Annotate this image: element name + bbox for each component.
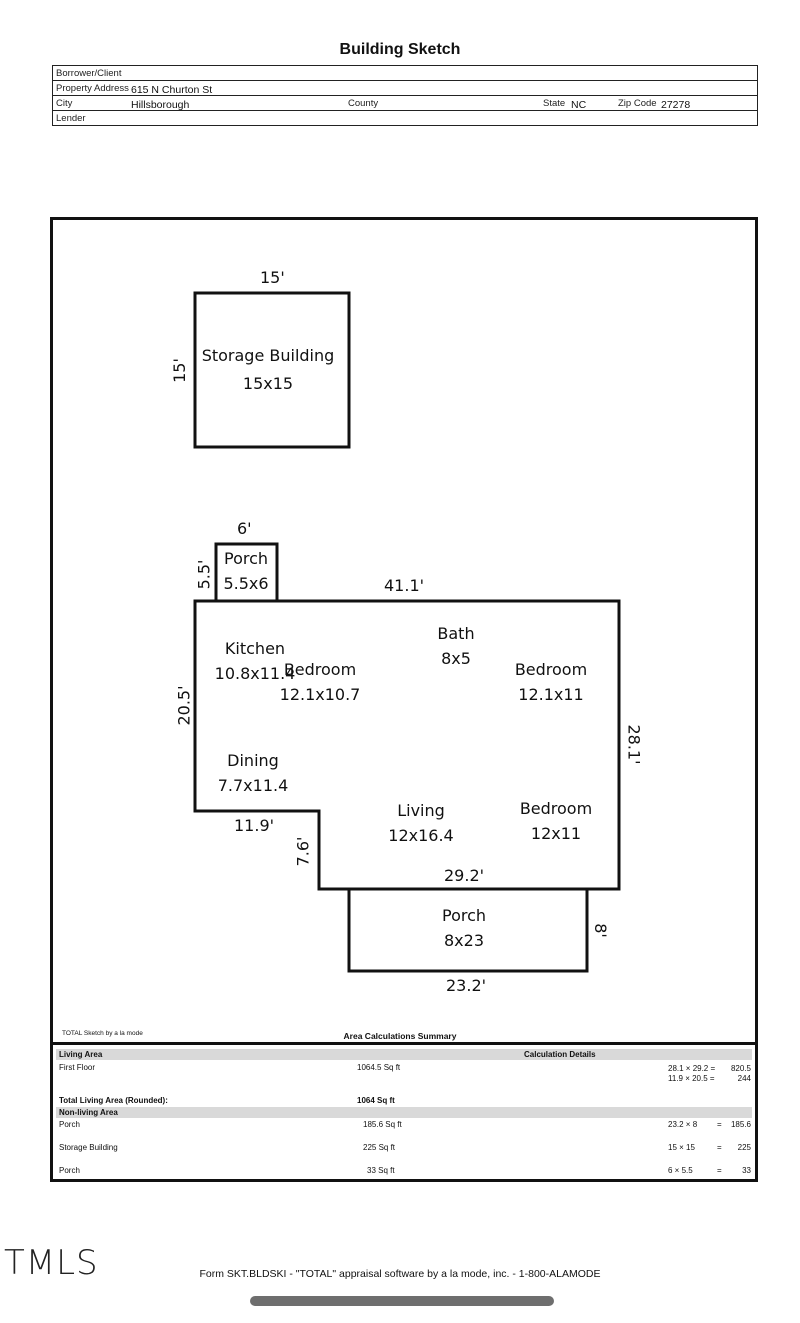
summary-title: Area Calculations Summary [343,1031,457,1041]
bedroom2-size: 12.1x11 [518,685,584,704]
form-footer: Form SKT.BLDSKI - "TOTAL" appraisal soft… [199,1268,601,1280]
total-living-value: 1064 Sq ft [357,1096,395,1105]
storage-building-size: 15x15 [242,374,294,393]
bedroom2-label: Bedroom 12.1x11 [515,657,587,707]
storage-building-name: Storage Building [201,346,335,365]
dining-size: 7.7x11.4 [217,776,289,795]
dining-name: Dining [227,751,279,770]
state-value: NC [571,99,587,111]
state-label: State [543,98,566,109]
porch-small-left-dim: 5.5' [194,559,214,590]
calc2-formula: 11.9 × 20.5 = [668,1074,715,1083]
bedroom3-size: 12x11 [530,824,582,843]
total-living-label: Total Living Area (Rounded): [59,1096,168,1105]
row-result: 185.6 [730,1120,751,1129]
lender-row: Lender [53,111,757,126]
row-equals: = [717,1143,722,1152]
living-name: Living [397,801,445,820]
bedroom2-name: Bedroom [514,660,588,679]
house-right-dim: 28.1' [624,724,644,765]
storage-building-outline [193,291,351,449]
bedroom1-label: Bedroom 12.1x10.7 [280,657,361,707]
bath-label: Bath 8x5 [437,621,474,671]
porch-small-size: 5.5x6 [223,574,269,593]
calc2-result: 244 [737,1074,751,1083]
tmls-logo: TMLS [4,1243,99,1283]
porch-large-size: 8x23 [443,931,484,950]
house-outline [193,599,621,891]
first-floor-label: First Floor [59,1063,95,1072]
storage-building-label: Storage Building 15x15 [202,343,335,396]
bath-size: 8x5 [441,649,471,668]
first-floor-value: 1064.5 Sq ft [357,1063,401,1072]
borrower-label: Borrower/Client [56,68,122,79]
kitchen-label: Kitchen 10.8x11.4 [215,636,296,686]
sketch-software-note: TOTAL Sketch by a la mode [62,1030,143,1037]
living-label: Living 12x16.4 [388,798,453,848]
storage-top-dim: 15' [260,268,285,287]
row-area: 33 Sq ft [367,1166,395,1175]
zip-label: Zip Code [618,98,657,109]
calc-details-label: Calculation Details [524,1050,596,1059]
row-area: 185.6 Sq ft [363,1120,402,1129]
bedroom1-size: 12.1x10.7 [279,685,361,704]
row-formula: 15 × 15 [668,1143,695,1152]
row-name: Porch [59,1166,80,1175]
row-formula: 23.2 × 8 [668,1120,698,1129]
row-equals: = [717,1166,722,1175]
zip-value: 27278 [661,99,691,111]
borrower-row: Borrower/Client [53,66,757,81]
porch-bottom-dim: 23.2' [446,976,487,995]
porch-small-top-dim: 6' [237,519,252,538]
notch-side-dim: 7.6' [293,836,313,867]
porch-large-label: Porch 8x23 [442,903,486,953]
bedroom1-name: Bedroom [283,660,357,679]
page-title: Building Sketch [339,41,461,58]
scrollbar[interactable] [250,1296,554,1306]
house-bottom-dim: 29.2' [444,866,485,885]
kitchen-name: Kitchen [224,639,286,658]
porch-small-name: Porch [223,549,269,568]
lender-label: Lender [56,113,86,124]
bath-name: Bath [437,624,475,643]
nonliving-header-bar [56,1107,752,1118]
row-area: 225 Sq ft [363,1143,396,1152]
address-label: Property Address [56,83,129,94]
city-value: Hillsborough [131,99,190,111]
dining-label: Dining 7.7x11.4 [218,748,289,798]
area-calculations-table: Living Area Calculation Details First Fl… [50,1042,758,1182]
city-row: City Hillsborough County State NC Zip Co… [53,96,757,111]
storage-left-dim: 15' [169,358,189,383]
bedroom3-label: Bedroom 12x11 [520,796,592,846]
city-label: City [56,98,73,109]
living-area-label: Living Area [59,1050,103,1059]
living-area-header-bar [56,1049,752,1060]
address-row: Property Address 615 N Churton St [53,81,757,96]
house-left-dim: 20.5' [174,685,194,726]
large-porch-outline [347,887,589,973]
calc1-result: 820.5 [730,1064,751,1073]
nonliving-label: Non-living Area [59,1108,118,1117]
property-header-table: Borrower/Client Property Address 615 N C… [52,65,758,126]
porch-small-label: Porch 5.5x6 [223,546,268,596]
row-result: 225 [737,1143,751,1152]
living-size: 12x16.4 [388,826,454,845]
bedroom3-name: Bedroom [519,799,593,818]
calc1-formula: 28.1 × 29.2 = [668,1064,716,1073]
porch-large-name: Porch [441,906,487,925]
porch-right-dim: 8' [590,923,610,938]
house-top-dim: 41.1' [384,576,425,595]
row-equals: = [717,1120,722,1129]
row-name: Storage Building [59,1143,118,1152]
address-value: 615 N Churton St [131,84,213,96]
building-sketch: 15' 15' Storage Building 15x15 6' 5.5' P… [50,217,758,1044]
notch-bottom-dim: 11.9' [234,816,275,835]
kitchen-size: 10.8x11.4 [214,664,296,683]
row-name: Porch [59,1120,80,1129]
row-formula: 6 × 5.5 [668,1166,693,1175]
floor-plan-drawing [193,291,621,973]
row-result: 33 [742,1166,751,1175]
county-label: County [348,98,379,109]
